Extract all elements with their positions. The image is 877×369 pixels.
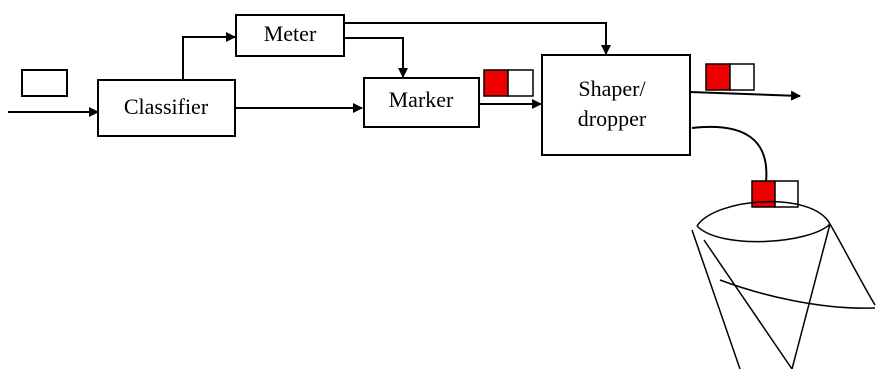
shaper-dropper-node: Shaper/ dropper: [541, 54, 691, 156]
dropped-packet: [751, 180, 799, 208]
packet-body-cell: [729, 63, 755, 91]
shaper-label-line2: dropper: [578, 106, 647, 131]
marker-label: Marker: [389, 87, 454, 112]
packet-body-cell: [507, 69, 534, 97]
shaper-label-line1: Shaper/: [578, 76, 646, 101]
meter-node: Meter: [235, 14, 345, 57]
packet-mark-cell: [483, 69, 509, 97]
packet-mark-cell: [751, 180, 776, 208]
packet-body-cell: [774, 180, 799, 208]
meter-to-shaper-arrow: [344, 22, 611, 55]
classifier-node: Classifier: [97, 79, 236, 137]
meter-label: Meter: [264, 21, 317, 46]
meter-to-marker-arrow: [344, 37, 408, 78]
packet-mark-cell: [705, 63, 731, 91]
marked-packet-output: [705, 63, 755, 91]
marker-node: Marker: [363, 77, 480, 128]
classifier-label: Classifier: [124, 94, 209, 119]
marked-packet-after-marker: [483, 69, 534, 97]
output-arrow: [689, 90, 801, 101]
drop-bucket-icon: [691, 200, 876, 369]
drop-path-curve: [691, 125, 768, 183]
incoming-packet: [21, 69, 68, 97]
classifier-to-meter-arrow: [182, 32, 236, 80]
